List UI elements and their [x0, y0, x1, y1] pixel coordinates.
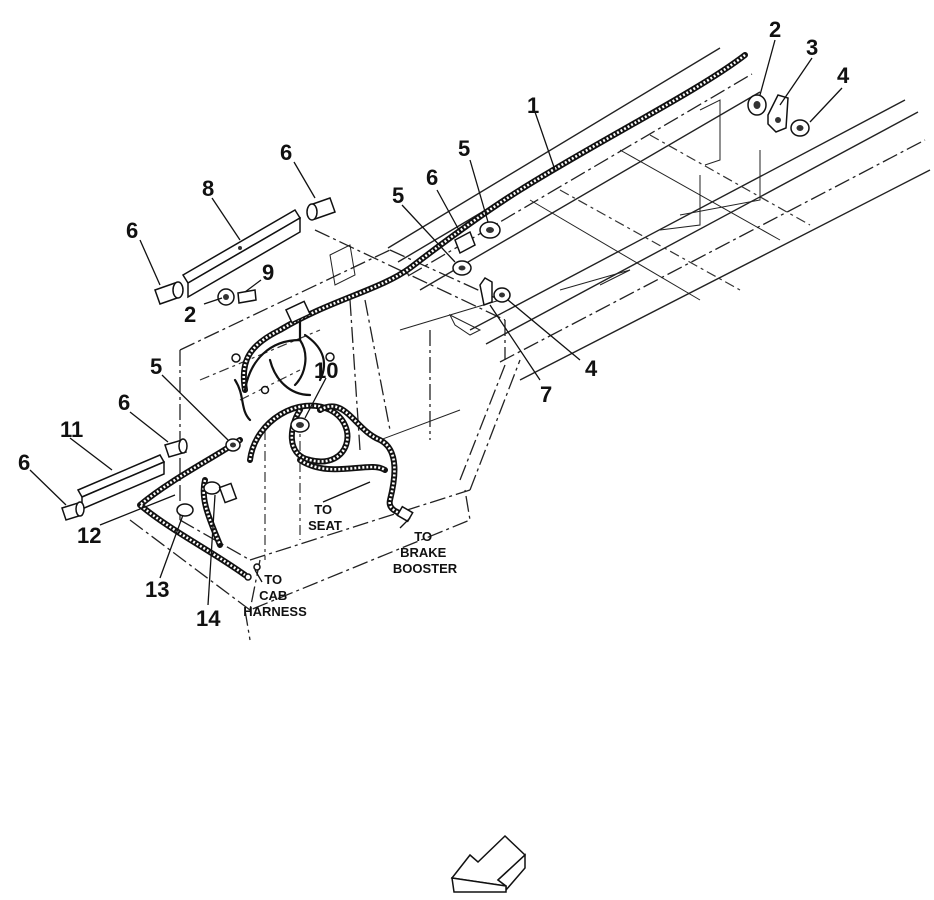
callout-9: 9 — [262, 260, 274, 285]
callout-6: 6 — [126, 218, 138, 243]
callouts: 1 2 3 4 5 6 5 4 7 6 8 6 9 2 5 10 6 11 6 … — [18, 17, 850, 631]
frame-rails — [387, 47, 931, 381]
callout-1: 1 — [527, 93, 539, 118]
note-brake-line-2: BRAKE — [400, 545, 447, 560]
note-to-brake-booster: TO BRAKE BOOSTER — [393, 529, 458, 576]
callout-2: 2 — [769, 17, 781, 42]
cab-harness — [137, 300, 414, 581]
leader-lines — [29, 39, 843, 606]
callout-4: 4 — [837, 63, 850, 88]
callout-3: 3 — [806, 35, 818, 60]
note-brake-line-3: BOOSTER — [393, 561, 458, 576]
callout-4: 4 — [585, 356, 598, 381]
callout-6: 6 — [426, 165, 438, 190]
note-to-seat: TO SEAT — [308, 502, 342, 533]
callout-6: 6 — [280, 140, 292, 165]
callout-6: 6 — [118, 390, 130, 415]
callout-11: 11 — [60, 417, 83, 442]
callout-10: 10 — [314, 358, 338, 383]
note-seat-line-2: SEAT — [308, 518, 342, 533]
note-cab-line-3: HARNESS — [243, 604, 307, 619]
note-seat-line-1: TO — [314, 502, 332, 517]
callout-2: 2 — [184, 302, 196, 327]
callout-5: 5 — [150, 354, 162, 379]
hardware-parts — [217, 94, 810, 452]
callout-7: 7 — [540, 382, 552, 407]
note-to-cab-harness: TO CAB HARNESS — [243, 572, 307, 619]
callout-5: 5 — [392, 183, 404, 208]
callout-6: 6 — [18, 450, 30, 475]
destination-notes: TO SEAT TO BRAKE BOOSTER TO CAB HARNESS — [243, 502, 458, 619]
callout-8: 8 — [202, 176, 214, 201]
note-cab-line-1: TO — [264, 572, 282, 587]
callout-5: 5 — [458, 136, 470, 161]
callout-13: 13 — [145, 577, 169, 602]
note-brake-line-1: TO — [414, 529, 432, 544]
channel-part-11 — [76, 454, 166, 511]
channel-part-8 — [181, 208, 302, 299]
loose-parts — [61, 94, 810, 521]
callout-14: 14 — [196, 606, 221, 631]
sleeve-parts-6 — [61, 197, 476, 521]
callout-12: 12 — [77, 523, 101, 548]
main-harness — [240, 52, 748, 393]
front-arrow-icon — [450, 834, 527, 893]
note-cab-line-2: CAB — [259, 588, 287, 603]
